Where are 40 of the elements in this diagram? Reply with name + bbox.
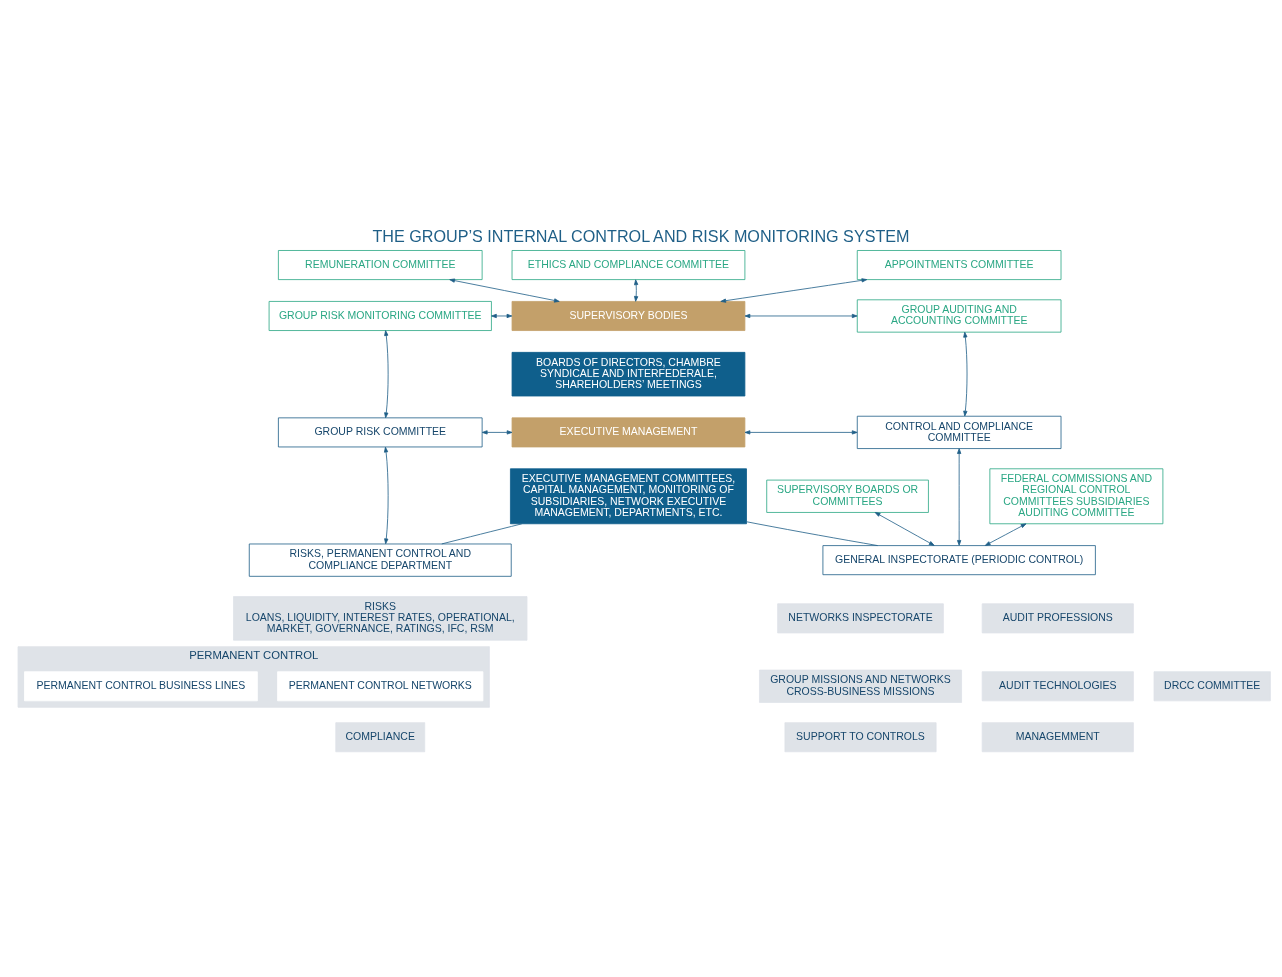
node-box: EXECUTIVE MANAGEMENT [511,416,746,447]
arrow [984,522,1027,546]
arrow [491,313,513,318]
node-box: DRCC COMMITTEE [1153,670,1271,701]
node-box: PERMANENT CONTROL BUSINESS LINES [24,670,258,701]
node-box: GROUP MISSIONS AND NETWORKS CROSS-BUSINESS MISSIONS [759,669,962,703]
node-box: NETWORKS INSPECTORATE [777,602,944,633]
node-box: RISKS LOANS, LIQUIDITY, INTEREST RATES, OPERATIONAL, MARKET, GOVERNANCE, RATINGS, IFC, RSM [233,595,528,641]
node-box: GENERAL INSPECTORATE (PERIODIC CONTROL) [822,544,1096,575]
arrow [481,429,513,434]
node-box: EXECUTIVE MANAGEMENT COMMITTEES, CAPITAL MANAGEMENT, MONITORING OF SUBSIDIARIES, NETWORK EXECUTIVE MANAGEMENT, DEPARTMENTS, ETC. [510,467,747,524]
node-box: GROUP RISK MONITORING COMMITTEE [268,300,492,331]
node-box: CONTROL AND COMPLIANCE COMMITTEE [856,415,1062,449]
node-box: GROUP RISK COMMITTEE [277,416,483,447]
connector [441,522,523,544]
arrow [957,447,962,546]
node-box: SUPPORT TO CONTROLS [784,721,937,752]
arrow [449,278,560,303]
arrow [744,429,858,434]
node-box: PERMANENT CONTROL NETWORKS [277,670,484,701]
node-box: REMUNERATION COMMITTEE [277,249,483,280]
arrow [383,446,389,544]
node-box: AUDIT TECHNOLOGIES [981,670,1134,701]
node-box: ETHICS AND COMPLIANCE COMMITTEE [511,249,746,280]
node-box: SUPERVISORY BOARDS OR COMMITTEES [766,479,929,513]
node-box: AUDIT PROFESSIONS [981,602,1134,633]
arrow [720,277,868,303]
diagram-title: THE GROUP’S INTERNAL CONTROL AND RISK MONITORING SYSTEM [372,226,910,245]
arrow [634,278,639,302]
arrow [874,511,935,546]
arrow [384,329,389,418]
node-box: MANAGEMMENT [981,721,1134,752]
node-box: BOARDS OF DIRECTORS, CHAMBRE SYNDICALE AND INTERFEDERALE, SHAREHOLDERS’ MEETINGS [511,351,746,396]
arrow [744,313,858,318]
node-box: COMPLIANCE [335,721,426,752]
arrow [963,331,968,416]
connector [746,520,879,546]
node-box: RISKS, PERMANENT CONTROL AND COMPLIANCE DEPARTMENT [248,543,512,577]
node-box: GROUP AUDITING AND ACCOUNTING COMMITTEE [856,298,1062,333]
node-box: FEDERAL COMMISSIONS AND REGIONAL CONTROL COMMITTEES SUBSIDIARIES AUDITING COMMITTEE [989,467,1164,524]
